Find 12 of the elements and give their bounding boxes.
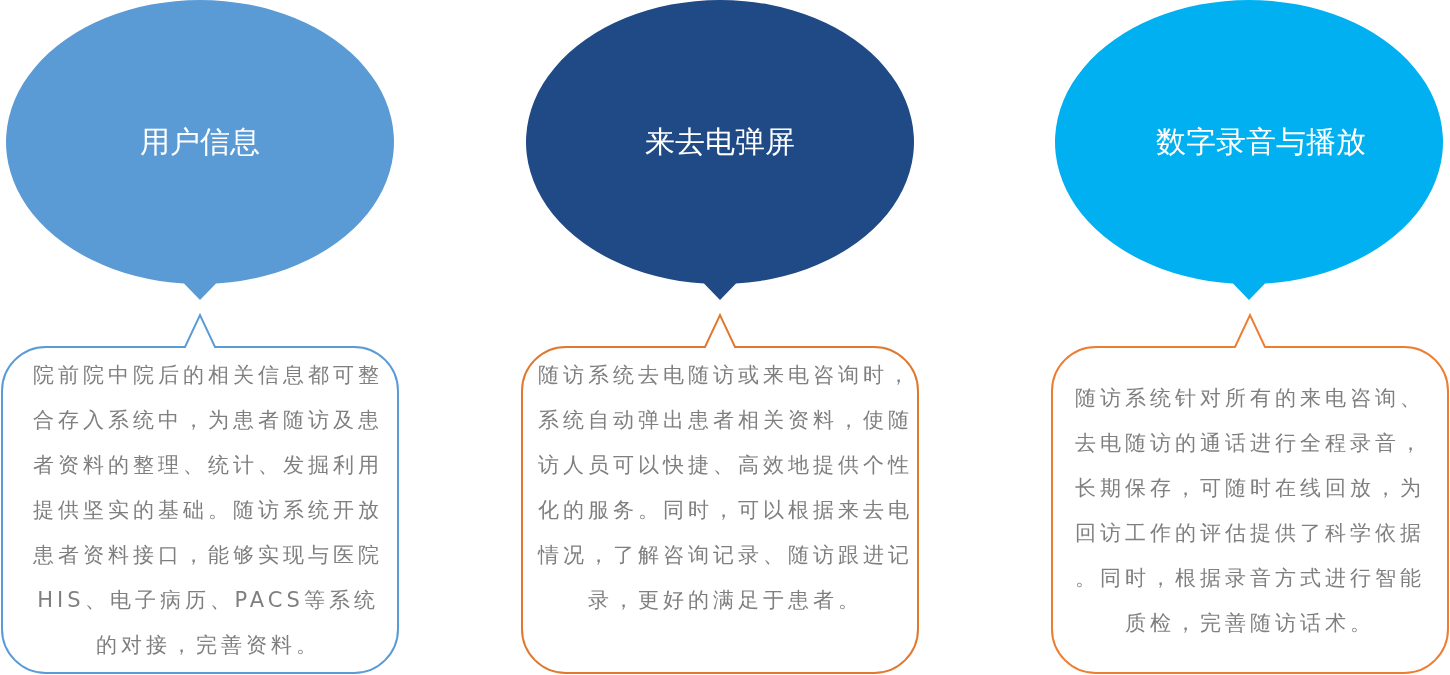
speech-bubble xyxy=(526,0,914,302)
callout-box xyxy=(1,313,399,674)
callout-text: 随访系统去电随访或来电咨询时，系统自动弹出患者相关资料，使随访人员可以快捷、高效地提供个性化的服务。同时，可以根据来去电情况，了解咨询记录、随访跟进记录，更好的满足于患者。 xyxy=(536,362,914,614)
callout-text: 随访系统针对所有的来电咨询、去电随访的通话进行全程录音，长期保存，可随时在线回放，为回访工作的评估提供了科学依据。同时，根据录音方式进行智能质检，完善随访话术。 xyxy=(1074,385,1426,637)
callout-text: 院前院中院后的相关信息都可整合存入系统中，为患者随访及患者资料的整理、统计、发掘利用提供坚实的基础。随访系统开放患者资料接口，能够实现与医院HIS、电子病历、PACS等系统的对接，完善资料。 xyxy=(32,362,384,659)
callout-box xyxy=(521,313,919,674)
callout-box xyxy=(1051,313,1449,674)
bubble-title: 来去电弹屏 xyxy=(644,123,796,161)
speech-bubble xyxy=(6,0,394,302)
speech-bubble xyxy=(1055,0,1443,302)
bubble-title: 数字录音与播放 xyxy=(1155,123,1367,161)
bubble-title: 用户信息 xyxy=(139,123,261,161)
